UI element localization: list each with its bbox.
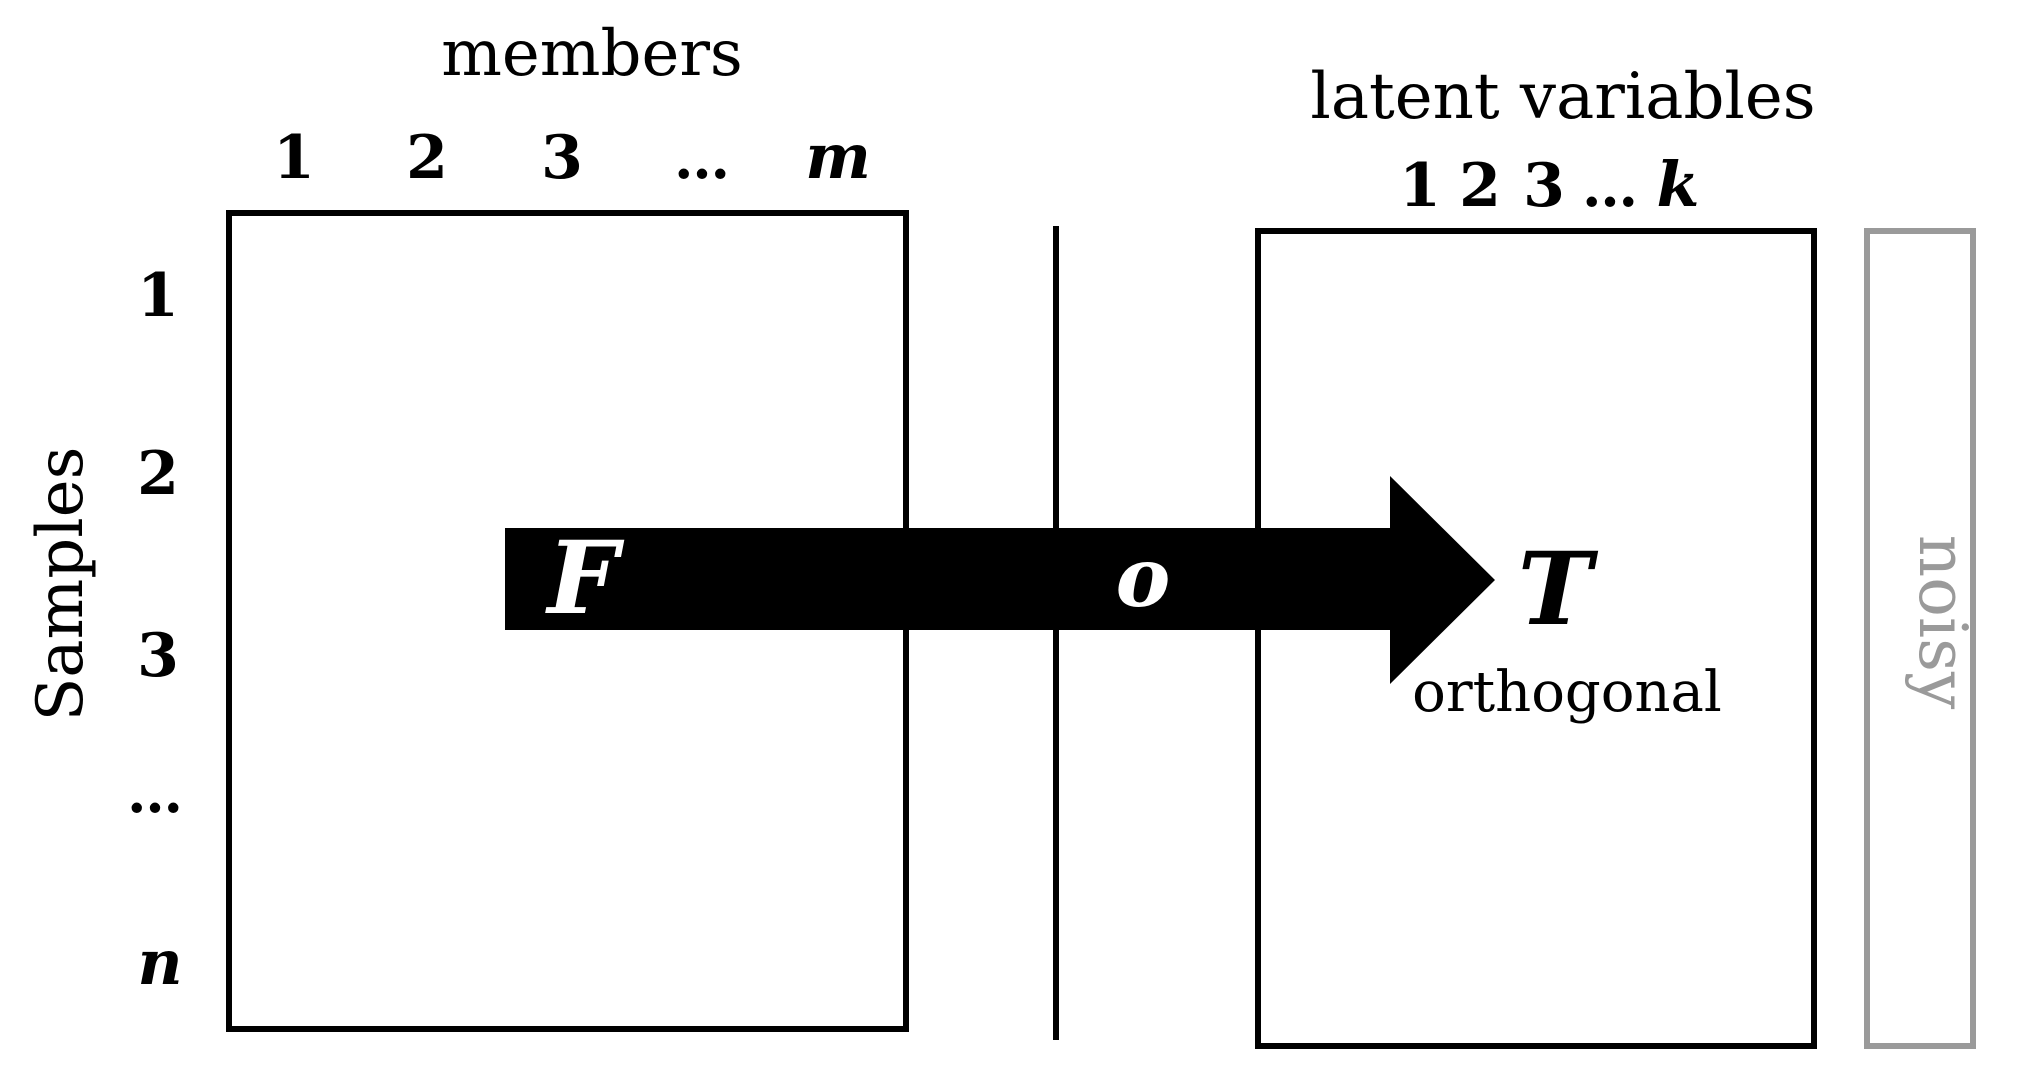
- latent-col-k: k: [1657, 148, 1700, 221]
- latent-matrix-box: [1255, 228, 1817, 1049]
- members-header: members: [441, 17, 743, 91]
- samples-header: Samples: [24, 447, 98, 722]
- arrow-label-o: o: [1116, 530, 1171, 626]
- orthogonal-caption: orthogonal: [1412, 660, 1722, 725]
- sample-row-labels: 1 2 3 … n: [127, 261, 183, 999]
- sample-row-2: 2: [137, 439, 179, 509]
- arrow-label-t: T: [1518, 530, 1599, 648]
- sample-row-3: 3: [137, 621, 179, 691]
- arrow-label-f: F: [545, 519, 625, 637]
- transformation-arrow: [505, 476, 1495, 684]
- latent-col-1: 1: [1399, 151, 1441, 221]
- member-col-1: 1: [273, 123, 315, 193]
- latent-col-3: 3: [1523, 151, 1565, 221]
- latent-col-ellipsis: …: [1582, 154, 1638, 220]
- noisy-label: noisy: [1904, 535, 1981, 710]
- latent-column-labels: 1 2 3 … k: [1399, 148, 1699, 221]
- member-column-labels: 1 2 3 … m: [273, 120, 871, 193]
- latent-col-2: 2: [1459, 151, 1501, 221]
- member-col-ellipsis: …: [674, 126, 730, 192]
- latent-variables-header: latent variables: [1310, 60, 1815, 134]
- sample-row-1: 1: [137, 261, 179, 331]
- sample-row-n: n: [137, 926, 182, 999]
- noisy-box: [1864, 228, 1976, 1049]
- member-col-3: 3: [541, 123, 583, 193]
- member-col-2: 2: [406, 123, 448, 193]
- member-col-m: m: [805, 120, 871, 193]
- sample-row-ellipsis: …: [127, 760, 183, 826]
